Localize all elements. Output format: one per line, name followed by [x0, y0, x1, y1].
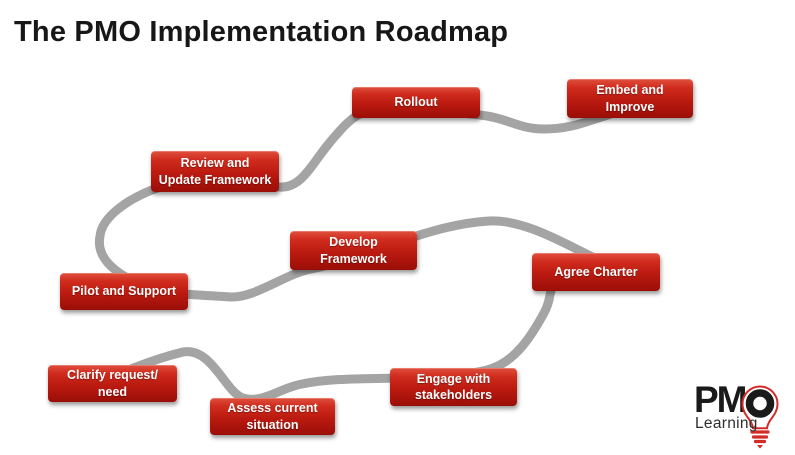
- step-label: Pilot and Support: [71, 284, 177, 299]
- logo-text-learning: Learning: [695, 415, 758, 432]
- step-assess-current-situation: Assess current situation: [210, 398, 335, 435]
- step-pilot-and-support: Pilot and Support: [60, 273, 188, 310]
- step-label: Engage with stakeholders: [414, 371, 493, 402]
- step-engage-with-stakeholders: Engage with stakeholders: [390, 368, 517, 406]
- bulb-tip: [757, 445, 763, 449]
- page-title: The PMO Implementation Roadmap: [14, 16, 509, 48]
- step-review-and-update-framework: Review and Update Framework: [151, 151, 279, 192]
- step-label: Review and Update Framework: [158, 156, 272, 187]
- logo-text-pm: PM: [694, 379, 747, 420]
- bulb-screw-threads: [750, 430, 770, 444]
- pmo-learning-logo: PM Learning: [694, 381, 789, 452]
- step-label: Assess current situation: [227, 401, 318, 432]
- step-label: Embed and Improve: [596, 83, 664, 114]
- step-clarify-request-need: Clarify request/ need: [48, 365, 177, 402]
- step-label: Agree Charter: [554, 264, 638, 279]
- bulb-o-ring: [745, 389, 775, 418]
- step-agree-charter: Agree Charter: [532, 253, 660, 291]
- step-rollout: Rollout: [352, 87, 480, 118]
- step-label: Develop Framework: [320, 235, 387, 266]
- step-label: Clarify request/ need: [66, 368, 158, 399]
- step-embed-and-improve: Embed and Improve: [567, 79, 693, 118]
- step-label: Rollout: [394, 95, 438, 110]
- lightbulb-icon: [741, 385, 779, 449]
- step-develop-framework: Develop Framework: [290, 231, 417, 270]
